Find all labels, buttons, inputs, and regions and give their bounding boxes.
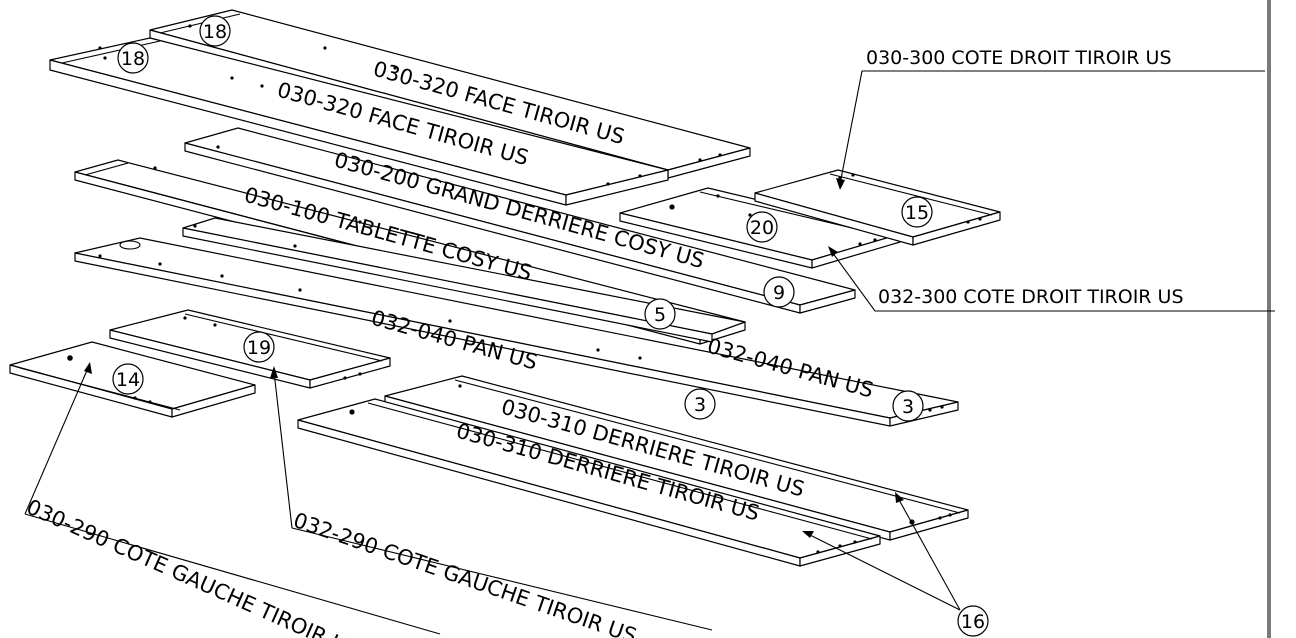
leader-cote-gauche-030 bbox=[24, 367, 89, 515]
leader-16-b bbox=[807, 533, 961, 611]
label-cote-droit-032: 032-300 COTE DROIT TIROIR US bbox=[878, 286, 1184, 308]
svg-text:5: 5 bbox=[654, 304, 666, 326]
svg-text:18: 18 bbox=[121, 48, 145, 70]
balloon-20: 20 bbox=[746, 211, 778, 243]
balloon-16: 16 bbox=[957, 605, 989, 637]
part-pan-long bbox=[74, 237, 959, 427]
leader-cote-droit-032 bbox=[831, 251, 1275, 312]
leader-underline-cote-gauche-030 bbox=[24, 513, 441, 635]
part-face-tiroir-front bbox=[49, 37, 669, 206]
arrow-cote-gauche-030 bbox=[84, 362, 92, 374]
label-cote-gauche-032: 032-290 COTE GAUCHE TIROIR US bbox=[290, 508, 639, 638]
part-cote-droit-030 bbox=[754, 169, 1001, 246]
part-derriere-tiroir-front bbox=[297, 398, 881, 567]
balloon-18-top: 18 bbox=[199, 15, 231, 47]
svg-text:14: 14 bbox=[116, 369, 140, 391]
balloon-3-middle: 3 bbox=[684, 388, 716, 420]
balloon-15: 15 bbox=[901, 196, 933, 228]
balloon-5: 5 bbox=[644, 298, 676, 330]
balloon-9: 9 bbox=[763, 276, 795, 308]
balloon-18-second: 18 bbox=[117, 42, 149, 74]
svg-text:9: 9 bbox=[773, 282, 785, 304]
svg-text:18: 18 bbox=[203, 21, 227, 43]
balloon-19: 19 bbox=[243, 331, 275, 363]
arrow-cote-droit-030 bbox=[836, 178, 845, 190]
leader-cote-droit-030 bbox=[839, 70, 1265, 185]
leader-16-a bbox=[897, 497, 961, 611]
arrow-cote-gauche-032 bbox=[270, 366, 278, 378]
drawing-frame-border bbox=[1267, 0, 1271, 638]
svg-text:16: 16 bbox=[961, 611, 985, 633]
part-pan-middle bbox=[182, 217, 746, 343]
leader-underline-cote-gauche-032 bbox=[291, 527, 713, 631]
arrow-16-a bbox=[895, 492, 904, 503]
svg-text:3: 3 bbox=[902, 396, 914, 418]
label-cote-droit-030: 030-300 COTE DROIT TIROIR US bbox=[866, 47, 1172, 69]
svg-text:3: 3 bbox=[694, 394, 706, 416]
part-grand-derriere bbox=[184, 127, 856, 314]
arrow-cote-droit-032 bbox=[828, 246, 838, 257]
svg-text:19: 19 bbox=[247, 337, 271, 359]
svg-text:20: 20 bbox=[750, 217, 774, 239]
balloon-14: 14 bbox=[112, 363, 144, 395]
leader-cote-gauche-032 bbox=[273, 371, 293, 529]
arrow-16-b bbox=[802, 531, 814, 538]
balloon-3-right: 3 bbox=[892, 390, 924, 422]
svg-text:15: 15 bbox=[905, 202, 929, 224]
